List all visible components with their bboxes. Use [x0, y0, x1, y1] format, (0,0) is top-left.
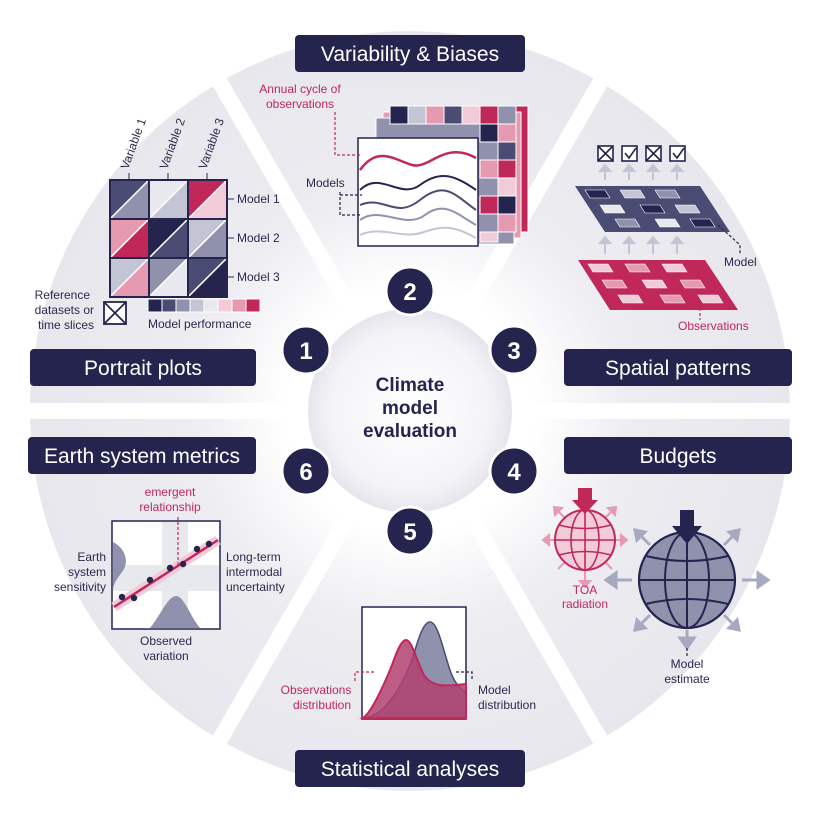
model-curves [358, 151, 477, 239]
banner-variability: Variability & Biases [295, 35, 525, 72]
obs-distribution-line1: Observations [281, 683, 352, 697]
banner-budgets: Budgets [564, 437, 792, 474]
model-globe [603, 510, 771, 651]
badge-4-number: 4 [507, 459, 521, 486]
long-term-line3: uncertainty [226, 580, 285, 594]
ecs-line2: system [68, 565, 106, 579]
banner-portrait: Portrait plots [30, 349, 256, 386]
long-term-line1: Long-term [226, 550, 281, 564]
portrait-grid [108, 178, 229, 299]
banner-statistical-title: Statistical analyses [321, 758, 500, 781]
badge-2: 2 [384, 265, 436, 317]
title-banners: Variability & Biases Portrait plots Spat… [28, 35, 792, 787]
badge-3-number: 3 [507, 338, 520, 365]
banner-budgets-title: Budgets [639, 445, 716, 468]
emergent-line2: relationship [139, 500, 201, 514]
toa-globe [541, 488, 629, 589]
model-2-label: Model 2 [237, 231, 280, 245]
obs-distribution-line2: distribution [293, 698, 351, 712]
estimate-line1: Model [671, 657, 704, 671]
observed-line2: variation [143, 649, 188, 663]
earth-panel: emergent relationship Earth system sensi… [54, 485, 285, 663]
observation-map [578, 260, 738, 310]
observations-map-label: Observations [678, 319, 749, 333]
badge-5: 5 [384, 505, 436, 557]
performance-label: Model performance [148, 317, 252, 331]
reference-line3: time slices [38, 318, 94, 332]
model-1-label: Model 1 [237, 192, 280, 206]
checkbox-row [597, 145, 686, 162]
model-points [118, 540, 213, 602]
toa-line1: TOA [573, 583, 597, 597]
banner-earth-title: Earth system metrics [44, 445, 240, 468]
emergent-line1: emergent [145, 485, 196, 499]
regression-line [113, 538, 219, 609]
banner-statistical: Statistical analyses [295, 750, 525, 787]
number-badges: 1 2 3 4 5 6 [280, 265, 540, 557]
model-distribution-line1: Model [478, 683, 511, 697]
badge-1-number: 1 [299, 338, 312, 365]
observed-pdf [150, 596, 200, 628]
statistical-panel: Observations distribution Model distribu… [281, 606, 536, 720]
banner-spatial-title: Spatial patterns [605, 357, 751, 380]
uncertainty-pdf [113, 542, 126, 590]
badge-1: 1 [280, 324, 332, 376]
badge-4: 4 [488, 445, 540, 497]
reference-icon [103, 301, 127, 325]
toa-line2: radiation [562, 597, 608, 611]
badge-6: 6 [280, 445, 332, 497]
badge-6-number: 6 [299, 459, 312, 486]
ecs-line1: Earth [77, 550, 106, 564]
banner-portrait-title: Portrait plots [84, 357, 202, 380]
observed-line1: Observed [140, 634, 192, 648]
model-distribution-line2: distribution [478, 698, 536, 712]
up-arrows [597, 163, 685, 254]
variability-panel: Annual cycle of observations Models [259, 82, 529, 247]
model-map-label: Model [724, 255, 757, 269]
center-title-line1: Climate [376, 375, 445, 396]
performance-colorbar [147, 298, 261, 313]
observation-distribution-curve [359, 638, 467, 719]
annual-cycle-line2: observations [266, 97, 334, 111]
model-map [575, 186, 730, 232]
long-term-line2: intermodal [226, 565, 282, 579]
sector-statistical [220, 411, 600, 791]
observation-curve [358, 151, 477, 171]
badge-2-number: 2 [403, 279, 416, 306]
reference-line2: datasets or [35, 303, 94, 317]
ecs-line3: sensitivity [54, 580, 106, 594]
banner-spatial: Spatial patterns [564, 349, 792, 386]
center-title-line3: evaluation [363, 421, 457, 442]
heat-cells [389, 105, 517, 243]
center-title-line2: model [382, 398, 438, 419]
budgets-panel: TOA radiation Model estimate [541, 488, 771, 686]
badge-5-number: 5 [403, 519, 416, 546]
estimate-line2: estimate [664, 672, 710, 686]
spatial-panel: Model Observations [575, 145, 757, 333]
badge-3: 3 [488, 324, 540, 376]
reference-line1: Reference [35, 288, 91, 302]
banner-earth: Earth system metrics [28, 437, 256, 474]
banner-variability-title: Variability & Biases [321, 43, 499, 66]
model-3-label: Model 3 [237, 270, 280, 284]
models-label: Models [306, 176, 345, 190]
annual-cycle-line1: Annual cycle of [259, 82, 341, 96]
